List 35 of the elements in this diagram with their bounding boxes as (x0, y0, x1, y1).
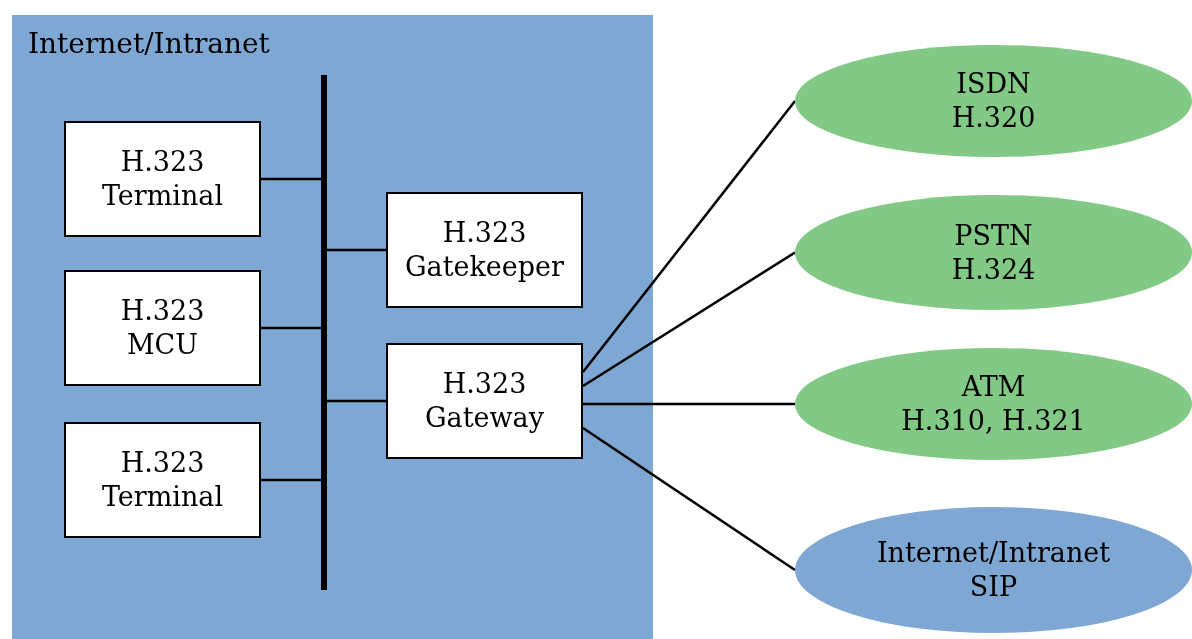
connector-line (261, 177, 321, 181)
bus-bar (321, 75, 327, 590)
node-label: PSTN (954, 218, 1033, 253)
node-label: SIP (969, 570, 1018, 604)
component-box (64, 422, 261, 538)
node-label: H.323 (442, 216, 527, 250)
component-box (386, 192, 583, 308)
node-label: MCU (126, 328, 199, 362)
node-label: Internet/Intranet (28, 26, 270, 62)
connector-line (327, 248, 386, 252)
connector-line (583, 402, 795, 406)
connector-line (261, 326, 321, 330)
network-panel (12, 15, 653, 639)
node-label: Internet/Intranet (876, 536, 1111, 570)
node-label: Terminal (101, 480, 224, 514)
connector-line (582, 426, 796, 572)
connector-line (261, 478, 321, 482)
node-label: Gateway (425, 401, 544, 435)
component-box (64, 121, 261, 237)
node-label: H.310, H.321 (901, 404, 1086, 438)
node-label: H.323 (120, 294, 205, 328)
connector-line (582, 100, 796, 373)
node-label: H.324 (951, 252, 1036, 287)
component-box (64, 270, 261, 386)
node-label: H.323 (120, 145, 205, 179)
connector-line (327, 399, 386, 403)
node-label: H.320 (951, 101, 1036, 135)
node-label: H.323 (120, 446, 205, 480)
connector-line (582, 251, 796, 388)
node-label: H.323 (442, 367, 527, 401)
node-label: Terminal (101, 179, 224, 213)
node-label: Gatekeeper (405, 250, 564, 284)
component-box (386, 343, 583, 459)
node-label: ATM (961, 370, 1026, 404)
node-label: ISDN (956, 67, 1031, 101)
